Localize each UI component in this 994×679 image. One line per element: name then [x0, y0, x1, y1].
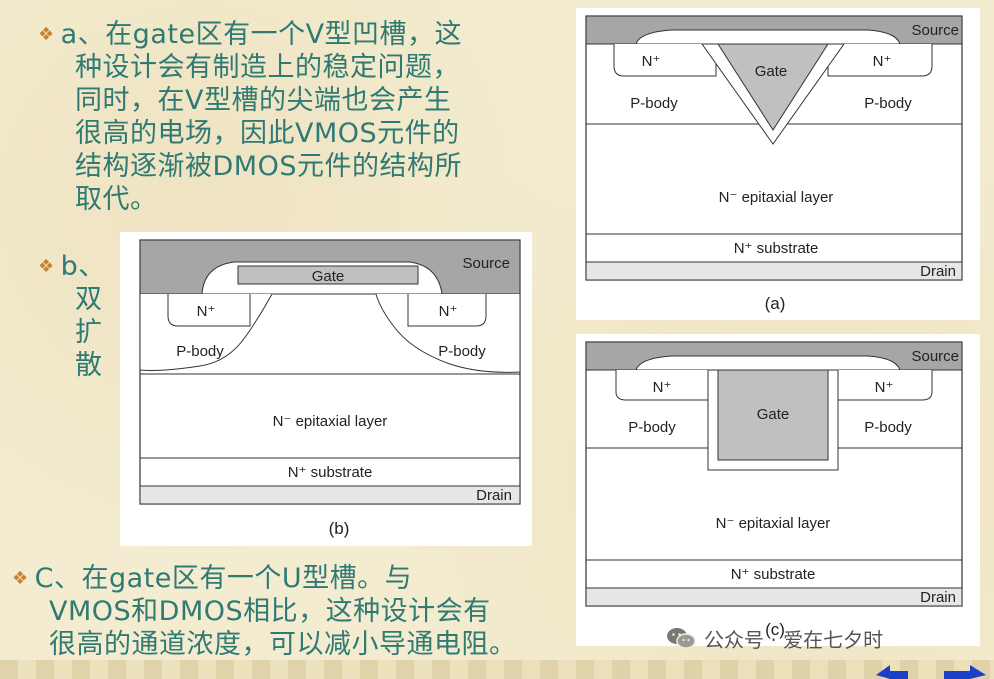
diagram-c-n-plus-left-region [615, 370, 709, 401]
diagram-b-n-plus-left-region [167, 294, 251, 327]
diagram-c-panel: Source Gate N⁺ N⁺ P-body P-body N⁻ epita… [576, 334, 980, 646]
bullet-a-line-4: 结构逐渐被DMOS元件的结构所 [75, 151, 462, 182]
diagram-b-p-body-left: P-body [176, 343, 224, 360]
bullet-c: ❖C、在gate区有一个U型槽。与 VMOS和DMOS相比，这种设计会有 很高的… [12, 562, 632, 661]
diagram-b-drain-label: Drain [476, 487, 512, 504]
bullet-a: ❖a、在gate区有一个V型凹槽，这 种设计会有制造上的稳定问题， 同时，在V型… [38, 18, 558, 216]
diagram-a-n-plus-left: N⁺ [642, 53, 661, 70]
bullet-b-line-3: 散 [75, 350, 103, 381]
bullet-a-line-5: 取代。 [75, 184, 158, 215]
diagram-a-p-body-right: P-body [864, 95, 912, 112]
diagram-a-substrate-label: N⁺ substrate [734, 240, 819, 257]
diagram-c-p-body-right: P-body [864, 419, 912, 436]
diagram-a-source-label: Source [911, 22, 959, 39]
diagram-c-source-label: Source [911, 348, 959, 365]
diagram-b-n-plus-right-region [407, 294, 487, 327]
diagram-b-n-plus-right: N⁺ [439, 303, 458, 320]
footer-pattern [0, 660, 994, 679]
diagram-a-gate-shape [717, 43, 829, 131]
diagram-b-gate-shape [237, 265, 419, 285]
diagram-c-p-body-left: P-body [628, 419, 676, 436]
watermark-text: 公众号 · 爱在七夕时 [704, 627, 884, 652]
diagram-b-caption: (b) [329, 519, 350, 538]
diagram-c-epi-label: N⁻ epitaxial layer [716, 515, 831, 532]
bullet-diamond-icon: ❖ [38, 24, 55, 45]
bullet-b-line-1: 双 [75, 284, 103, 315]
bullet-c-line-0: ❖C、在gate区有一个U型槽。与 [12, 563, 413, 594]
diagram-b-source-label: Source [462, 255, 510, 272]
watermark: 公众号 · 爱在七夕时 [666, 622, 883, 654]
bullet-c-line-1: VMOS和DMOS相比，这种设计会有 [49, 596, 491, 627]
diagram-b-n-plus-left: N⁺ [197, 303, 216, 320]
diagram-c-n-plus-right-region [837, 370, 933, 401]
diagram-a-svg: Source Gate N⁺ N⁺ P-body P-body N⁻ epita… [585, 15, 963, 313]
bullet-diamond-icon: ❖ [38, 256, 55, 277]
diagram-c-drain-label: Drain [920, 589, 956, 606]
bullet-b-line-0: ❖b、 [38, 251, 106, 282]
diagram-c-caption: (c) [765, 620, 785, 639]
diagram-c-gate-shape [717, 369, 829, 461]
diagram-a-n-plus-left-region [613, 44, 717, 77]
diagram-b-p-body-right: P-body [438, 343, 486, 360]
diagram-a-panel: Source Gate N⁺ N⁺ P-body P-body N⁻ epita… [576, 8, 980, 320]
diagram-b-svg: Source Gate N⁺ N⁺ P-body P-body N⁻ epita… [139, 239, 521, 538]
diagram-a-epi-label: N⁻ epitaxial layer [719, 189, 834, 206]
bullet-a-line-0: ❖a、在gate区有一个V型凹槽，这 [38, 19, 463, 50]
diagram-a-p-body-left: P-body [630, 95, 678, 112]
diagram-c-svg: Source Gate N⁺ N⁺ P-body P-body N⁻ epita… [585, 341, 963, 639]
nav-next-arrow-icon[interactable] [940, 662, 990, 679]
diagram-a-drain-metal [585, 261, 963, 281]
diagram-c-substrate-label: N⁺ substrate [731, 566, 816, 583]
diagram-b-gate-label: Gate [312, 268, 345, 285]
bullet-c-line-2: 很高的通道浓度，可以减小导通电阻。 [49, 629, 517, 660]
bullet-a-prefix: a、 [60, 19, 106, 50]
diagram-a-gate-label: Gate [755, 63, 788, 80]
diagram-c-drain-metal [585, 587, 963, 607]
bullet-b: ❖b、 双 扩 散 [38, 250, 118, 382]
bullet-a-line-1: 种设计会有制造上的稳定问题， [75, 52, 460, 83]
diagram-c-n-plus-right: N⁺ [875, 379, 894, 396]
diagram-a-caption: (a) [765, 294, 786, 313]
diagram-b-panel: Source Gate N⁺ N⁺ P-body P-body N⁻ epita… [120, 232, 532, 546]
nav-prev-arrow-icon[interactable] [872, 662, 912, 679]
diagram-c-oxide [635, 355, 901, 371]
diagram-a-n-plus-right-region [827, 44, 933, 77]
diagram-b-epi-label: N⁻ epitaxial layer [273, 413, 388, 430]
bullet-a-line-3: 很高的电场，因此VMOS元件的 [75, 118, 460, 149]
diagram-a-oxide [635, 29, 901, 45]
wechat-icon [667, 628, 696, 649]
diagram-b-drain-metal [139, 485, 521, 505]
diagram-b-substrate-label: N⁺ substrate [288, 464, 373, 481]
bullet-a-line-2: 同时，在V型槽的尖端也会产生 [75, 85, 452, 116]
bullet-diamond-icon: ❖ [12, 568, 29, 589]
diagram-c-n-plus-left: N⁺ [653, 379, 672, 396]
diagram-a-n-plus-right: N⁺ [873, 53, 892, 70]
diagram-a-drain-label: Drain [920, 263, 956, 280]
bullet-b-line-2: 扩 [75, 317, 103, 348]
diagram-c-gate-label: Gate [757, 406, 790, 423]
